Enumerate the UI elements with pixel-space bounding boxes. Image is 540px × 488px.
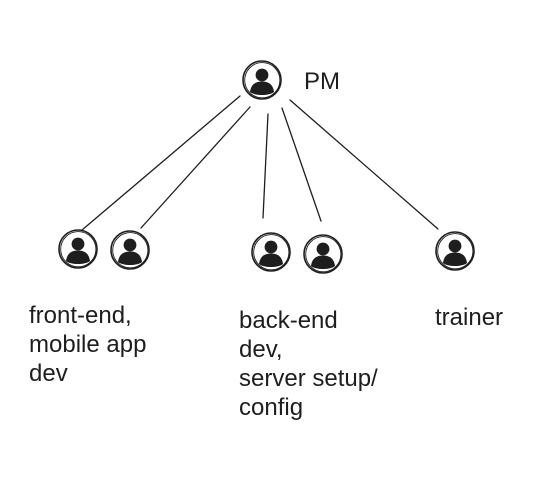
label-line: server setup/ xyxy=(239,365,378,392)
connectors xyxy=(81,95,439,231)
connector-pm-backend-1 xyxy=(262,113,269,219)
backend-person-icon-2 xyxy=(303,234,343,274)
connector-pm-trainer xyxy=(289,99,439,230)
trainer-person-icon xyxy=(435,231,475,271)
label-line: dev, xyxy=(239,336,283,363)
label-line: dev xyxy=(29,360,68,387)
connector-pm-frontend-2 xyxy=(140,106,251,229)
backend-person-icon-1 xyxy=(251,232,291,272)
label-line: front-end, xyxy=(29,302,132,329)
backend-server-group-label: back-end dev, server setup/ config xyxy=(239,306,378,422)
trainer-group-label: trainer xyxy=(435,303,503,332)
label-line: trainer xyxy=(435,304,504,331)
label-line: mobile app xyxy=(29,331,147,358)
connector-pm-backend-2 xyxy=(281,107,322,222)
label-line: config xyxy=(239,394,304,421)
pm-person-icon xyxy=(242,60,282,100)
label-line: back-end xyxy=(239,307,338,334)
frontend-person-icon-2 xyxy=(110,230,150,270)
frontend-mobile-group-label: front-end, mobile app dev xyxy=(29,301,146,388)
pm-label: PM xyxy=(304,68,340,95)
connector-pm-frontend-1 xyxy=(81,95,241,231)
frontend-person-icon-1 xyxy=(58,229,98,269)
